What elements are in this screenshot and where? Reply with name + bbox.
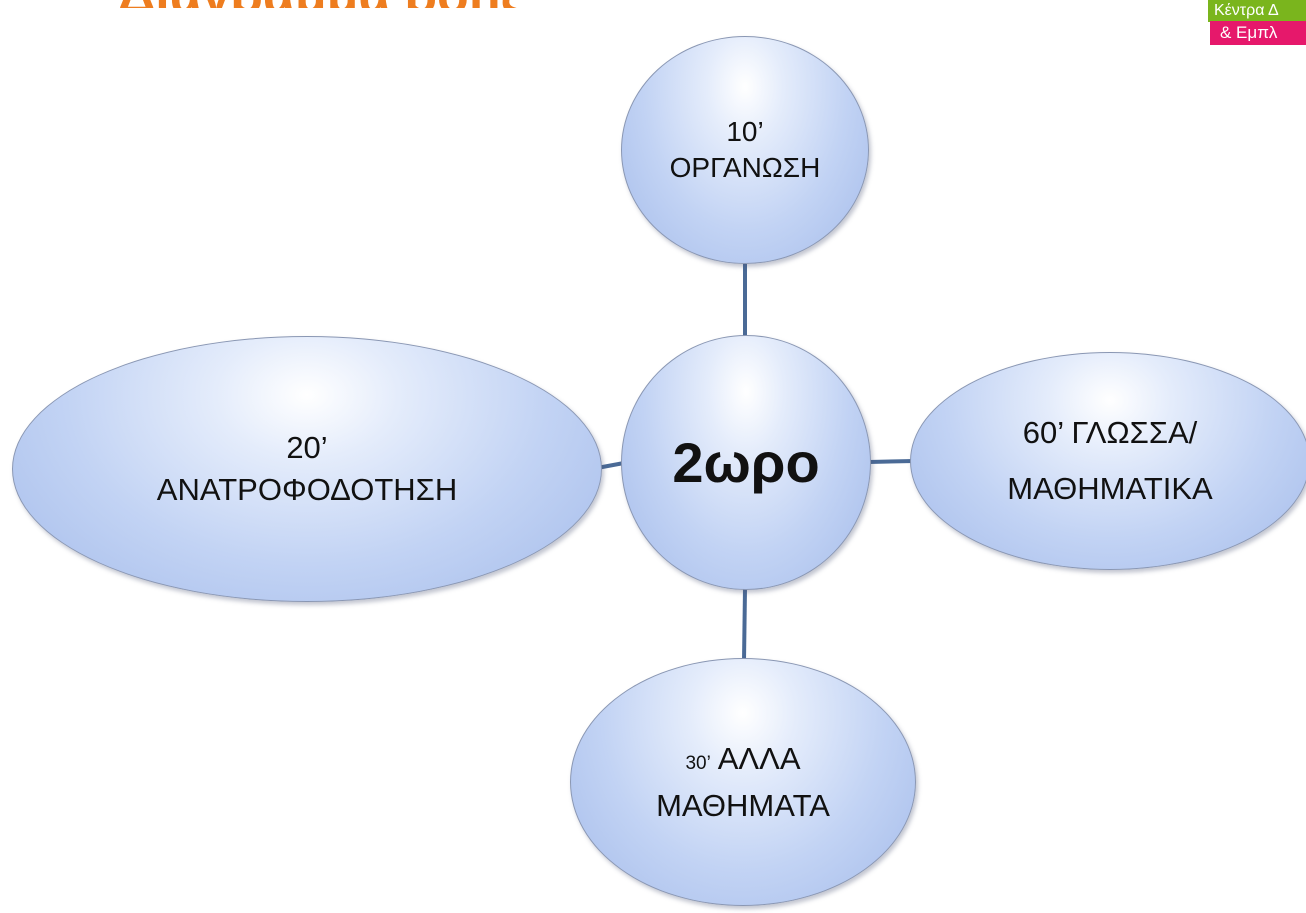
node-center-label: 2ωρο — [672, 430, 820, 494]
node-center-two-hours: 2ωρο — [621, 335, 871, 590]
page-title: Διάγραμμα ροής — [118, 0, 528, 8]
connector-right — [868, 459, 915, 464]
node-other-subjects-line1: 30’ ΑΛΛΑ — [685, 738, 800, 785]
logo-upper-band: Κέντρα Δ — [1208, 0, 1306, 22]
organization-logo: Κέντρα Δ & Εμπλ — [1206, 0, 1306, 46]
node-feedback-label: ΑΝΑΤΡΟΦΟΔΟΤΗΣΗ — [156, 472, 458, 507]
node-organization: 10’ ΟΡΓΑΝΩΣΗ — [621, 36, 869, 264]
node-language-math-line1: 60’ ΓΛΩΣΣΑ/ — [1022, 415, 1198, 450]
node-other-subjects: 30’ ΑΛΛΑ ΜΑΘΗΜΑΤΑ — [570, 658, 916, 906]
logo-lower-band: & Εμπλ — [1210, 21, 1306, 45]
node-organization-label: ΟΡΓΑΝΩΣΗ — [669, 152, 821, 183]
node-language-math-line2: ΜΑΘΗΜΑΤΙΚΑ — [1007, 471, 1213, 506]
node-other-subjects-line2: ΜΑΘΗΜΑΤΑ — [656, 787, 830, 823]
node-other-subjects-time: 30’ — [685, 752, 711, 774]
node-other-subjects-word: ΑΛΛΑ — [710, 740, 801, 776]
node-language-math: 60’ ΓΛΩΣΣΑ/ ΜΑΘΗΜΑΤΙΚΑ — [910, 352, 1306, 570]
node-feedback: 20’ ΑΝΑΤΡΟΦΟΔΟΤΗΣΗ — [12, 336, 602, 602]
connector-bottom — [742, 588, 747, 662]
node-organization-time: 10’ — [726, 116, 764, 147]
node-feedback-time: 20’ — [286, 430, 328, 465]
